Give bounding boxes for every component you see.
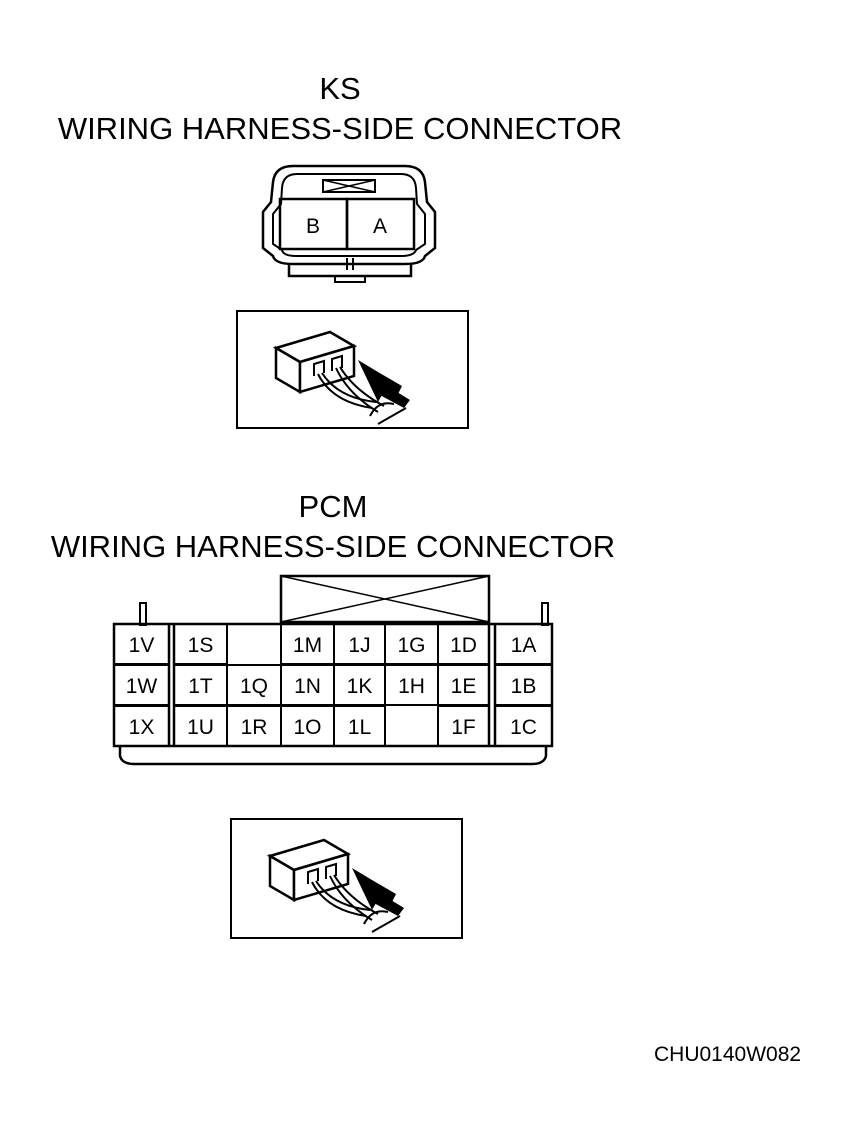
pcm-terminal-label: 1L <box>348 716 371 739</box>
ks-terminal-label: A <box>373 215 387 238</box>
pcm-terminal-cavity: 1W <box>113 664 170 706</box>
pcm-terminal-label: 1U <box>187 716 214 739</box>
pcm-terminal-label: 1A <box>511 634 537 657</box>
ks-connector-title: WIRING HARNESS-SIDE CONNECTOR <box>57 111 623 146</box>
ks-connector-face: B A <box>261 164 437 283</box>
pcm-terminal-cavity: 1O <box>280 705 335 747</box>
pcm-terminal-label: 1M <box>293 634 322 657</box>
pcm-terminal-label: 1F <box>451 716 476 739</box>
pcm-terminal-label: 1G <box>397 634 425 657</box>
pcm-terminal-cavity: 1D <box>437 623 490 665</box>
pcm-terminal-cavity: 1C <box>494 705 553 747</box>
keyway-cross-icon <box>322 179 376 193</box>
pcm-terminal-cavity: 1Q <box>226 664 282 706</box>
figure-code: CHU0140W082 <box>654 1043 802 1066</box>
pcm-connector-face: 1V 1S 1M 1J 1G 1D 1A 1W 1T 1Q 1N 1K 1H 1E 1B 1X 1U 1R 1O 1L… <box>112 574 554 766</box>
pcm-terminal-cavity: 1E <box>437 664 490 706</box>
pcm-terminal-label: 1Q <box>240 675 268 698</box>
pcm-terminal-cavity: 1G <box>384 623 439 665</box>
pcm-terminal-label: 1N <box>294 675 321 698</box>
pcm-connector-name: PCM <box>298 489 368 524</box>
pcm-terminal-label: 1E <box>451 675 477 698</box>
pcm-terminal-label: 1O <box>293 716 321 739</box>
pcm-terminal-cavity: 1M <box>280 623 335 665</box>
ks-terminal-label: B <box>306 215 320 238</box>
pcm-terminal-cavity: 1X <box>113 705 170 747</box>
pcm-terminal-label: 1K <box>347 675 373 698</box>
ks-terminal-cavity: B <box>278 197 349 251</box>
pcm-terminal-label: 1S <box>188 634 214 657</box>
pcm-terminal-label: 1C <box>510 716 537 739</box>
pcm-terminal-label: 1T <box>188 675 213 698</box>
pcm-terminal-cavity: 1S <box>173 623 228 665</box>
pcm-terminal-cavity: 1A <box>494 623 553 665</box>
pcm-terminal-grid: 1V 1S 1M 1J 1G 1D 1A 1W 1T 1Q 1N 1K 1H 1E 1B 1X 1U 1R 1O 1L… <box>113 623 553 747</box>
pcm-terminal-cavity: 1K <box>333 664 386 706</box>
harness-side-view-arrow-icon <box>230 818 463 939</box>
ks-terminal-cavity: A <box>345 197 416 251</box>
pcm-terminal-cavity: 1L <box>333 705 386 747</box>
pcm-terminal-label: 1H <box>398 675 425 698</box>
ks-connector-name: KS <box>319 71 361 106</box>
pcm-terminal-cavity: 1T <box>173 664 228 706</box>
pcm-terminal-label: 1J <box>348 634 370 657</box>
pcm-terminal-label: 1B <box>511 675 537 698</box>
pcm-terminal-cavity: 1F <box>437 705 490 747</box>
keyway-cross-icon <box>279 574 491 624</box>
pcm-terminal-cavity: 1H <box>384 664 439 706</box>
pcm-terminal-cavity: 1U <box>173 705 228 747</box>
pcm-terminal-cavity: 1J <box>333 623 386 665</box>
pcm-terminal-label: 1D <box>450 634 477 657</box>
pcm-terminal-cavity: 1R <box>226 705 282 747</box>
pcm-terminal-label: 1V <box>129 634 155 657</box>
pcm-connector-title: WIRING HARNESS-SIDE CONNECTOR <box>50 529 616 564</box>
pcm-terminal-label: 1W <box>126 675 158 698</box>
pcm-terminal-cavity: 1N <box>280 664 335 706</box>
pcm-terminal-cavity: 1V <box>113 623 170 665</box>
pcm-terminal-cavity: 1B <box>494 664 553 706</box>
harness-side-view-arrow-icon <box>236 310 469 429</box>
pcm-terminal-label: 1X <box>129 716 155 739</box>
pcm-terminal-label: 1R <box>241 716 268 739</box>
